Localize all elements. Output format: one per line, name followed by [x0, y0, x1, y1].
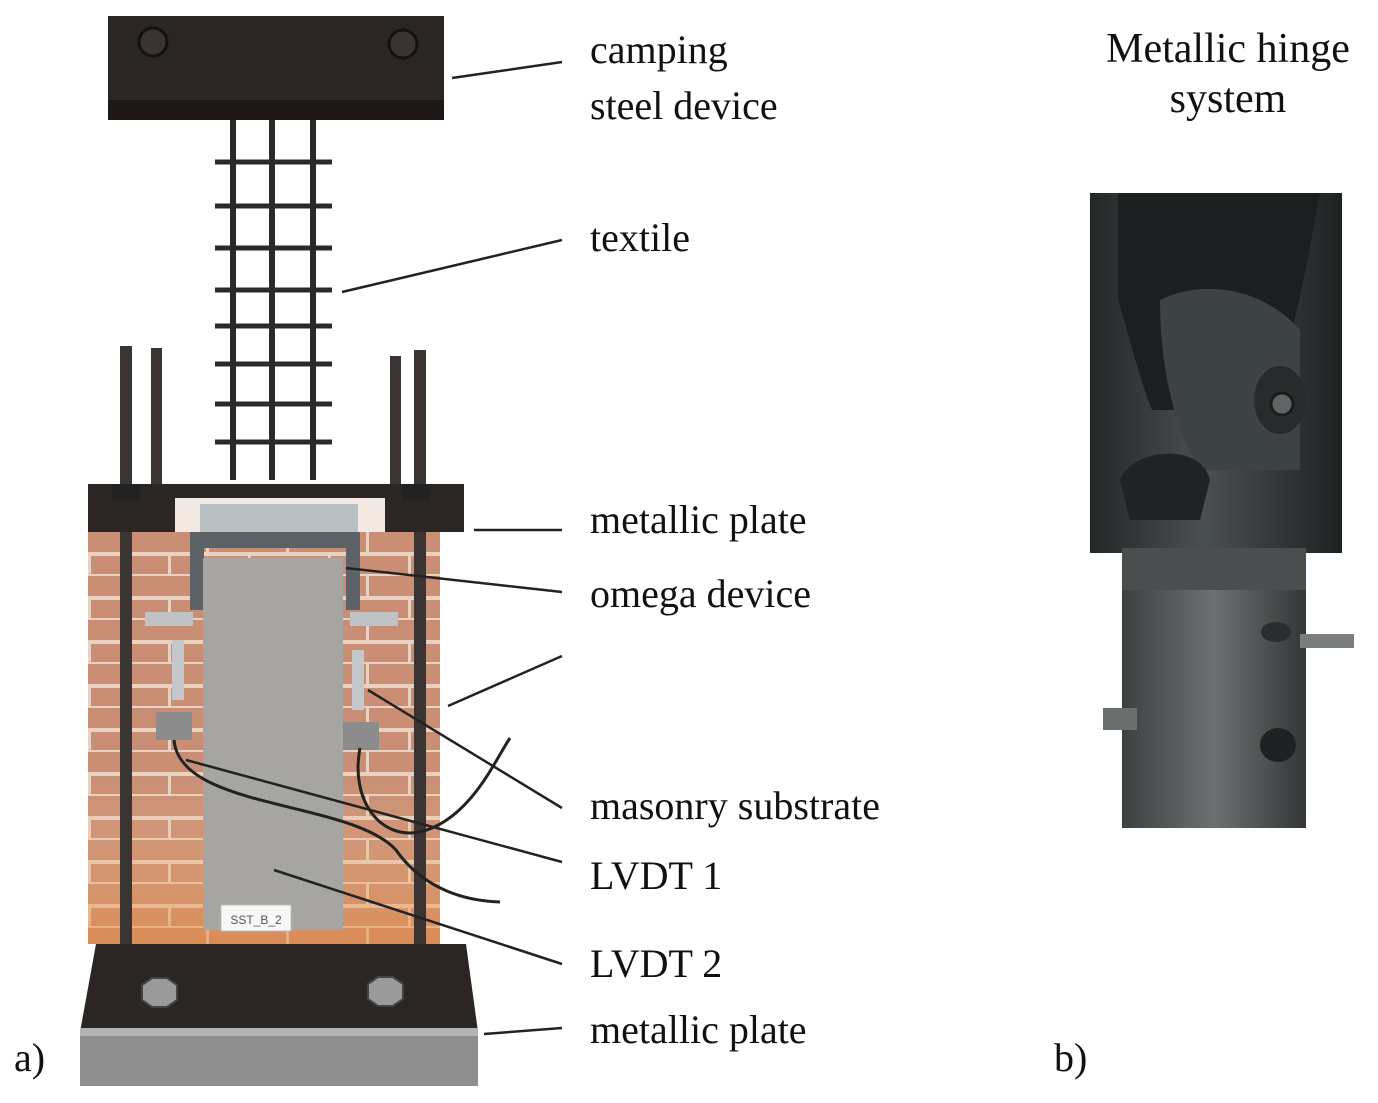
hinge-title-line1: Metallic hinge [1106, 26, 1350, 72]
frcm-strip [203, 558, 343, 930]
label-textile: textile [590, 215, 690, 260]
panel-b-tag: b) [1054, 1035, 1088, 1080]
label-clamping-steel-device-line1: camping [590, 27, 728, 72]
leader-lines [185, 60, 563, 1036]
metallic-plate-bottom [80, 944, 478, 1086]
test-setup-illustration: SST_B_2 [80, 16, 512, 1086]
label-masonry-substrate: masonry substrate [590, 783, 880, 828]
label-metallic-plate-bottom: metallic plate [590, 1007, 807, 1052]
specimen-tag: SST_B_2 [230, 913, 282, 927]
hinge-collar [1122, 548, 1306, 828]
textile-grid [215, 120, 332, 480]
label-metallic-plate-top: metallic plate [590, 497, 807, 542]
omega-device [190, 504, 360, 610]
clamp-bolt-right [387, 28, 419, 60]
label-omega-device: omega device [590, 571, 811, 616]
hinge-title-line2: system [1169, 76, 1287, 123]
hinge-title: Metallic hinge system [1068, 24, 1378, 125]
panel-a-tag: a) [14, 1035, 46, 1080]
metallic-hinge-illustration [1090, 193, 1354, 828]
specimen-tag-box [220, 904, 292, 932]
label-lvdt-1: LVDT 1 [590, 853, 723, 898]
lvdt-right [343, 612, 398, 750]
label-clamping-steel-device-line2: steel device [590, 83, 778, 128]
clamp-bolt-left [137, 26, 169, 58]
label-lvdt-2: LVDT 2 [590, 941, 723, 986]
lvdt-left [145, 612, 193, 740]
hinge-pin [1269, 391, 1295, 417]
